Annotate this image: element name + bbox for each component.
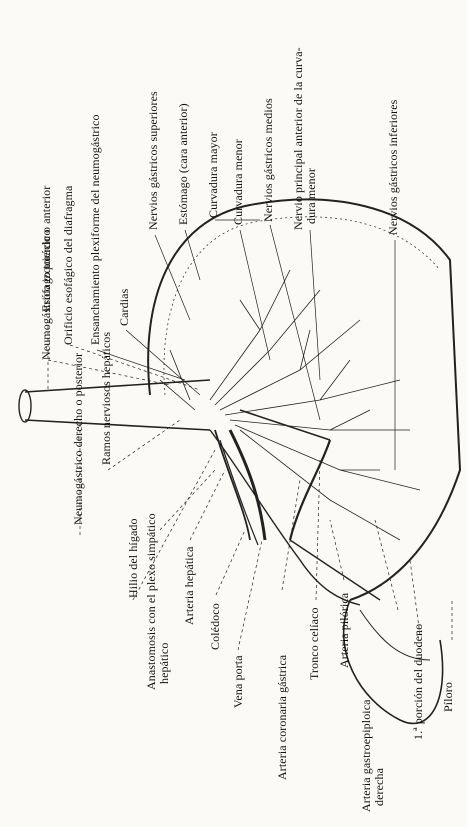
label-nervio-principal: Nervio principal anterior de la curva- d… <box>292 47 318 230</box>
label-estomago: Estómago (cara anterior) <box>177 103 190 225</box>
label-gastroepiploica-line2: derecha <box>373 699 386 812</box>
label-piloro: Píloro <box>442 682 455 712</box>
bile-duct <box>220 440 258 545</box>
label-hilio-higado: Hilio del hígado <box>127 518 140 598</box>
label-nervios-superiores: Nervios gástricos superiores <box>147 91 160 230</box>
gastric-nerve-branches <box>160 270 420 540</box>
hepatic-artery <box>215 430 250 540</box>
label-arteria-coronaria: Arteria coronaria gástrica <box>276 655 289 780</box>
label-arteria-pilorica: Arteria pilórica <box>338 593 351 668</box>
esophagus-cut-end <box>19 390 31 422</box>
esophagus <box>25 380 210 430</box>
label-nervios-inferiores: Nervios gástricos inferiores <box>387 100 400 235</box>
label-vena-porta: Vena porta <box>232 655 245 708</box>
celiac-trunk <box>290 440 330 540</box>
label-curvatura-menor: Curvadura menor <box>232 139 245 225</box>
label-neumogastrico-derecho: Neumogástrico derecho o posterior <box>72 353 85 525</box>
label-arteria-hepatica: Arteria hepática <box>183 546 196 625</box>
pyloric-artery <box>290 540 380 600</box>
label-anastomosis: Anastomosis con el plexo simpático hepát… <box>145 513 171 690</box>
label-nervios-medios: Nervios gástricos medios <box>262 98 275 222</box>
label-nervio-principal-line2: dura menor <box>305 47 318 230</box>
label-curvatura-mayor: Curvadura mayor <box>207 132 220 218</box>
label-nervio-principal-line1: Nervio principal anterior de la curva- <box>291 47 305 230</box>
stomach-lesser-curvature <box>210 430 360 605</box>
label-orificio-esofagico: Orificio esofágico del diafragma <box>62 186 75 345</box>
label-anastomosis-line1: Anastomosis con el plexo simpático <box>144 513 158 690</box>
stomach-greater-curvature <box>148 200 460 600</box>
label-cardias: Cardias <box>118 289 131 326</box>
label-tronco-celiaco: Tronco celíaco <box>308 607 321 680</box>
label-ramos-hepaticos: Ramos nerviosos hepáticos <box>100 332 113 465</box>
label-duodeno: 1.ª porción del duodeno <box>412 624 425 740</box>
label-anastomosis-line2: hepático <box>158 513 171 690</box>
coronary-artery <box>240 410 330 440</box>
label-gastroepiploica: Arteria gastroepiploica derecha <box>360 699 386 812</box>
label-neumogastrico-izquierdo: Neumogástrico izquierdo o anterior <box>40 186 53 360</box>
label-coledoco: Colédoco <box>209 603 222 650</box>
label-ensanchamiento: Ensanchamiento plexiforme del neumogástr… <box>89 114 102 345</box>
label-gastroepiploica-line1: Arteria gastroepiploica <box>359 699 373 812</box>
